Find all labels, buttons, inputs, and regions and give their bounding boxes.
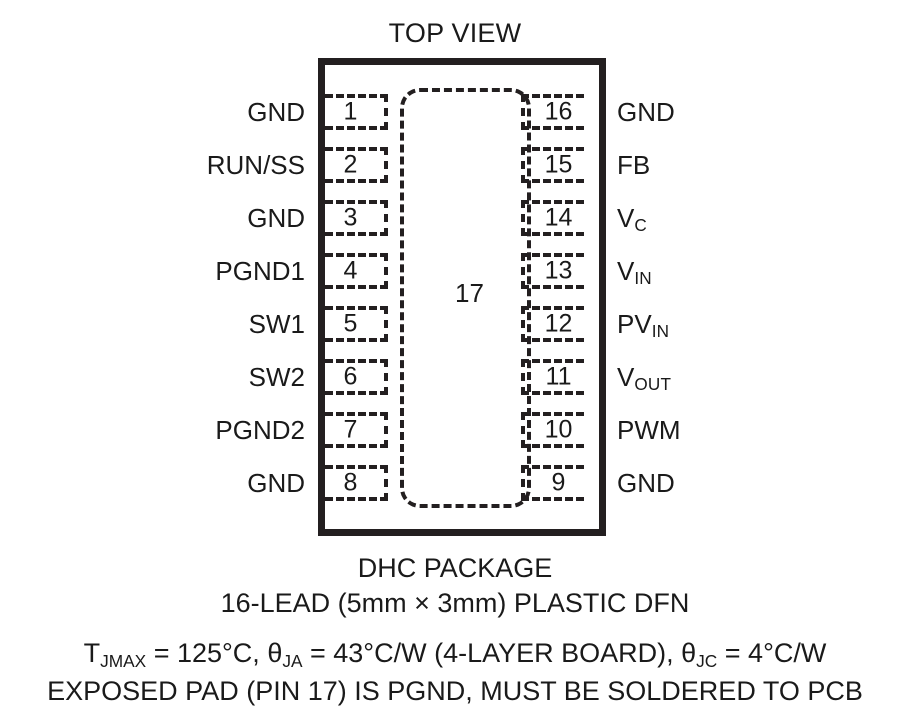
pin-lead-5: 5: [325, 306, 388, 342]
exposed-pad-note: EXPOSED PAD (PIN 17) IS PGND, MUST BE SO…: [47, 676, 863, 706]
pin-row-4: PGND1 4: [0, 244, 910, 297]
pin-lead-6: 6: [325, 359, 388, 395]
pin-number-3: 3: [343, 203, 358, 232]
pin-number-15: 15: [544, 150, 573, 179]
pin-row-9: 9 GND: [0, 456, 910, 509]
pin-row-15: 15 FB: [0, 138, 910, 191]
pin-number-12: 12: [544, 309, 573, 338]
pin-label-right-10: PWM: [617, 417, 681, 443]
pin-label-right-15: FB: [617, 152, 650, 178]
pin-label-right-9: GND: [617, 470, 675, 496]
pin-label-base-10: PWM: [617, 414, 681, 445]
package-caption: DHC PACKAGE 16-LEAD (5mm × 3mm) PLASTIC …: [0, 551, 910, 709]
pin-number-5: 5: [343, 309, 358, 338]
pin-label-left-3: GND: [247, 202, 305, 233]
pin-lead-4: 4: [325, 253, 388, 289]
pin-label-base-15: FB: [617, 149, 651, 180]
pin-number-7: 7: [343, 415, 358, 444]
theta-jc-base: θ: [681, 638, 697, 668]
pin-number-11: 11: [545, 362, 572, 391]
pin-number-13: 13: [544, 256, 573, 285]
pin-label-left-8: GND: [247, 467, 305, 498]
package-name: DHC PACKAGE: [357, 553, 553, 583]
package-lead-description: 16-LEAD (5mm × 3mm) PLASTIC DFN: [220, 588, 690, 618]
pin-row-12: 12 PVIN: [0, 297, 910, 350]
theta-jc-subscript: JC: [696, 650, 718, 671]
pin-row-10: 10 PWM: [0, 403, 910, 456]
theta-ja-subscript: JA: [282, 650, 303, 671]
pin-row-16: 16 GND: [0, 85, 910, 138]
exposed-pad-number: 17: [455, 278, 484, 308]
pin-lead-3: 3: [325, 200, 388, 236]
pin-label-left-6: SW2: [248, 361, 305, 392]
pin-label-right-11: VOUT: [617, 361, 671, 393]
pin-lead-14: 14: [521, 200, 584, 236]
pin-number-10: 10: [544, 415, 573, 444]
pin-row-7: PGND2 7: [0, 403, 910, 456]
pin-label-base-12: PV: [617, 308, 652, 339]
pin-label-subscript-13: IN: [634, 267, 652, 288]
pin-label-right-16: GND: [617, 99, 675, 125]
package-body-outline: [318, 58, 606, 536]
pin-label-subscript-11: OUT: [634, 373, 672, 394]
pin-number-8: 8: [343, 468, 358, 497]
pin-lead-2: 2: [325, 147, 388, 183]
pin-number-6: 6: [343, 362, 358, 391]
pin-label-subscript-14: C: [634, 214, 647, 235]
theta-ja-symbol: θJA: [267, 638, 303, 671]
pin-row-5: SW1 5: [0, 297, 910, 350]
pin-label-base-13: V: [617, 255, 635, 286]
theta-ja-base: θ: [267, 638, 283, 668]
pin-lead-16: 16: [521, 94, 584, 130]
pin-label-right-12: PVIN: [617, 308, 669, 340]
pin-lead-13: 13: [521, 253, 584, 289]
pin-lead-7: 7: [325, 412, 388, 448]
pin-label-subscript-12: IN: [651, 320, 670, 341]
pin-label-left-2: RUN/SS: [206, 149, 305, 180]
pin-label-left-5: SW1: [248, 308, 305, 339]
pin-label-left-7: PGND2: [215, 414, 305, 445]
pin-lead-8: 8: [325, 465, 388, 501]
pin-lead-12: 12: [521, 306, 584, 342]
pin-label-base-11: V: [617, 361, 635, 392]
pin-row-2: RUN/SS 2: [0, 138, 910, 191]
thermal-specs-line: TJMAX = 125°C, θJA = 43°C/W (4-LAYER BOA…: [0, 635, 910, 674]
pin-label-base-14: V: [617, 202, 635, 233]
pin-row-11: 11 VOUT: [0, 350, 910, 403]
pin-number-14: 14: [544, 203, 573, 232]
exposed-pad-outline: 17: [400, 88, 531, 508]
pin-label-base-9: GND: [617, 467, 675, 498]
pin-lead-10: 10: [521, 412, 584, 448]
pin-number-2: 2: [343, 150, 358, 179]
pin-number-16: 16: [544, 97, 573, 126]
pin-lead-15: 15: [521, 147, 584, 183]
pin-row-3: GND 3: [0, 191, 910, 244]
tjmax-subscript: JMAX: [100, 650, 147, 671]
tjmax-symbol: TJMAX: [83, 638, 147, 671]
pin-label-left-1: GND: [247, 96, 305, 127]
tjmax-value: = 125°C,: [146, 638, 268, 668]
pin-row-14: 14 VC: [0, 191, 910, 244]
pin-lead-11: 11: [521, 359, 584, 395]
pin-row-13: 13 VIN: [0, 244, 910, 297]
pin-label-base-16: GND: [617, 96, 675, 127]
pin-label-right-13: VIN: [617, 255, 652, 287]
theta-jc-value: = 4°C/W: [717, 638, 827, 668]
pin-number-1: 1: [343, 97, 358, 126]
pin-number-4: 4: [343, 256, 358, 285]
pin-lead-1: 1: [325, 94, 388, 130]
pin-lead-9: 9: [521, 465, 584, 501]
pin-row-1: GND 1: [0, 85, 910, 138]
theta-jc-symbol: θJC: [681, 638, 718, 671]
theta-ja-value: = 43°C/W (4-LAYER BOARD),: [302, 638, 682, 668]
pin-row-6: SW2 6: [0, 350, 910, 403]
pin-number-9: 9: [551, 468, 566, 497]
pin-label-right-14: VC: [617, 202, 647, 234]
top-view-title: TOP VIEW: [388, 18, 522, 48]
tjmax-base: T: [83, 638, 101, 668]
pin-row-8: GND 8: [0, 456, 910, 509]
pin-label-left-4: PGND1: [215, 255, 305, 286]
